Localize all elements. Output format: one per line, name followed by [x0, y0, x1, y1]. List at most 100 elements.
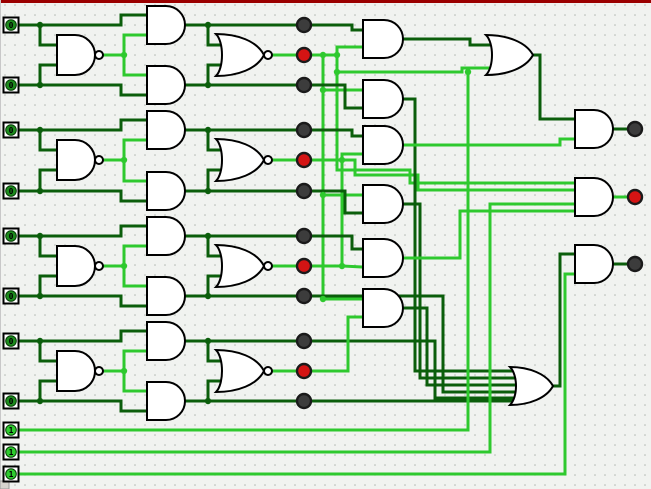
wire [16, 272, 577, 476]
wire [309, 23, 365, 32]
and-gate [146, 216, 186, 256]
led-off [295, 227, 313, 245]
led-off [295, 392, 313, 410]
and-gate [146, 381, 186, 421]
wire [401, 306, 520, 387]
nor-gate [213, 32, 273, 78]
led-on [295, 151, 313, 169]
input-pin[interactable]: 0 [2, 182, 20, 200]
wire [335, 45, 577, 185]
led-off [295, 182, 313, 200]
junction-dot [36, 21, 44, 29]
wire [335, 66, 498, 74]
and-gate [362, 125, 404, 165]
junction-dot [319, 51, 327, 59]
and-gate [146, 65, 186, 105]
pin-value-label: 0 [9, 337, 14, 346]
inverter-bubble [94, 261, 104, 271]
junction-dot [36, 337, 44, 345]
input-pin[interactable]: 1 [2, 465, 20, 483]
input-pin[interactable]: 0 [2, 76, 20, 94]
led-off [626, 120, 644, 138]
pin-state-circle [5, 79, 17, 91]
junction-dot [36, 81, 44, 89]
and-gate [146, 110, 186, 150]
pin-state-circle [5, 230, 17, 242]
wire [119, 83, 149, 97]
led-off [295, 76, 313, 94]
inverter-bubble [94, 366, 104, 376]
nand-gate [56, 350, 104, 392]
and-gate [362, 79, 404, 119]
junction-dot [204, 337, 212, 345]
input-pin[interactable]: 0 [2, 392, 20, 410]
and-gate [574, 109, 614, 149]
junction-dot [36, 292, 44, 300]
junction-dot [204, 81, 212, 89]
pin-state-circle [5, 468, 17, 480]
junction-dot [36, 187, 44, 195]
wire [122, 349, 149, 373]
wire [206, 23, 226, 47]
junction-dot [319, 295, 327, 303]
pin-state-circle [5, 395, 17, 407]
and-gate [146, 171, 186, 211]
junction-dot [319, 86, 327, 94]
pin-value-label: 0 [9, 232, 14, 241]
wire [119, 118, 149, 132]
input-pin[interactable]: 0 [2, 332, 20, 350]
wire [309, 128, 365, 138]
wire [309, 234, 365, 251]
wire [122, 244, 149, 268]
led-on [295, 257, 313, 275]
wire [206, 63, 226, 87]
wire [531, 53, 577, 121]
wire [206, 274, 226, 298]
wire [119, 224, 149, 238]
nand-gate [56, 139, 104, 181]
wire [206, 128, 226, 152]
and-gate [146, 321, 186, 361]
pin-value-label: 0 [9, 397, 14, 406]
inverter-bubble [263, 155, 273, 165]
junction-dot [204, 292, 212, 300]
junction-dot [338, 262, 346, 270]
inverter-bubble [94, 50, 104, 60]
pin-value-label: 0 [9, 187, 14, 196]
wire [206, 234, 226, 258]
pin-state-circle [5, 446, 17, 458]
and-gate [362, 238, 404, 278]
wire [206, 168, 226, 193]
junction-dot [36, 232, 44, 240]
wire [38, 23, 59, 47]
input-pin[interactable]: 0 [2, 121, 20, 139]
and-gate [362, 19, 404, 59]
junction-dot [36, 126, 44, 134]
pin-state-circle [5, 290, 17, 302]
and-gate [146, 276, 186, 316]
wire [119, 329, 149, 343]
nor-gate [213, 348, 273, 394]
wire [122, 138, 149, 162]
wire [16, 202, 577, 454]
input-pin[interactable]: 1 [2, 443, 20, 461]
pin-state-circle [5, 335, 17, 347]
wire [401, 37, 498, 47]
pin-value-label: 1 [9, 470, 14, 479]
input-pin[interactable]: 0 [2, 287, 20, 305]
junction-dot [464, 68, 472, 76]
and-gate [362, 288, 404, 328]
input-pin[interactable]: 0 [2, 16, 20, 34]
wire [551, 252, 577, 388]
pin-value-label: 0 [9, 126, 14, 135]
junction-dot [120, 51, 128, 59]
and-gate [146, 5, 186, 45]
input-pin[interactable]: 0 [2, 227, 20, 245]
led-on [295, 362, 313, 380]
junction-dot [338, 156, 346, 164]
pin-value-label: 1 [9, 426, 14, 435]
pin-value-label: 0 [9, 292, 14, 301]
wire [122, 33, 149, 57]
input-pin[interactable]: 1 [2, 421, 20, 439]
